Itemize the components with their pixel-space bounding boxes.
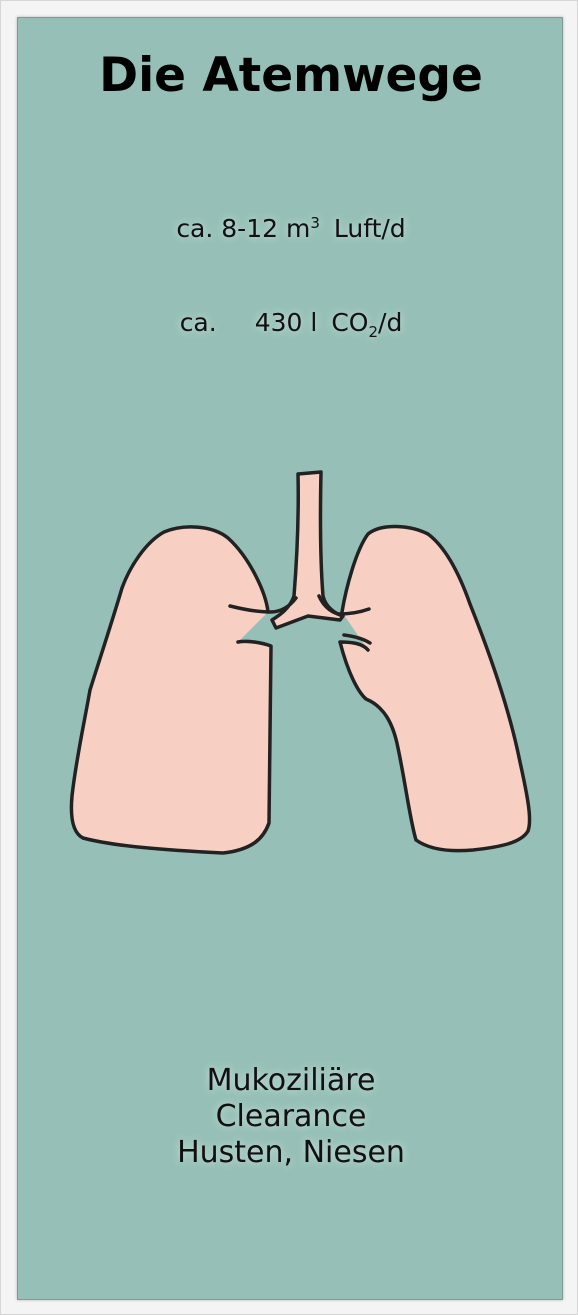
note-line: Husten, Niesen — [18, 1135, 564, 1171]
clearance-notes: Mukoziliäre Clearance Husten, Niesen — [18, 1063, 564, 1171]
left-lung-icon — [71, 527, 271, 853]
note-line: Mukoziliäre — [18, 1063, 564, 1099]
note-line: Clearance — [18, 1099, 564, 1135]
trachea-icon — [272, 472, 343, 628]
right-lung-icon — [340, 526, 530, 850]
